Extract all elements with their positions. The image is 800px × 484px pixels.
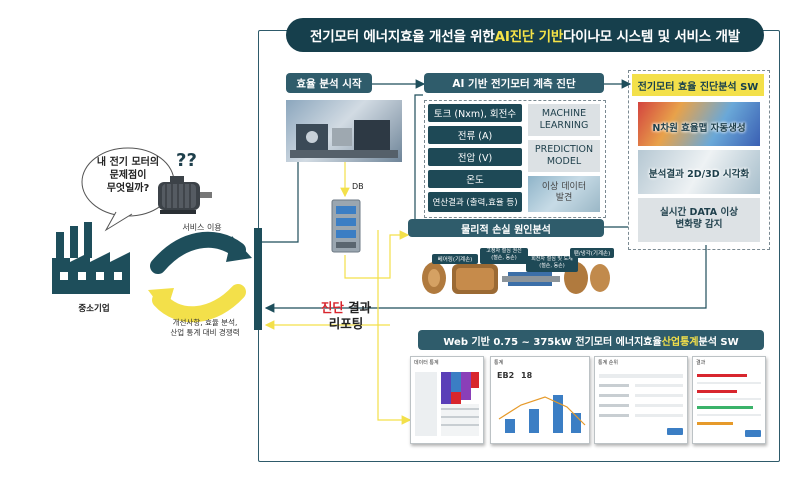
service-label: 서비스 이용 (182, 223, 222, 232)
motor-parts-image (422, 262, 610, 294)
ai-diagnosis-box (424, 100, 606, 218)
page-title: 전기모터 에너지효율 개선을 위한 AI진단 기반 다이나모 시스템 및 서비스… (286, 18, 764, 52)
web-sw-label: Web 기반 0.75 ~ 375kW 전기모터 에너지효율 산업통계 분석 S… (418, 330, 764, 350)
sw-box-frame (628, 70, 770, 250)
measure-computed: 연산결과 (출력,효율 등) (428, 192, 522, 212)
sw-panel-3: 실시간 DATA 이상 변화량 감지 (660, 207, 738, 230)
visualization-image (638, 150, 760, 194)
screen2-value1: EB2 (497, 371, 515, 380)
sw-panel-2: 분석결과 2D/3D 시각화 (648, 169, 750, 180)
screen3-form (599, 374, 683, 435)
database-server-icon (331, 199, 361, 253)
web-sw-highlight: 산업통계 (661, 336, 699, 348)
measure-current: 전류 (A) (428, 126, 522, 144)
ai-diagnosis-label: AI 기반 전기모터 계측 진단 (424, 73, 604, 93)
measure-voltage: 전압 (V) (428, 148, 522, 166)
screen3-title: 통계 순위 (598, 360, 618, 366)
dynamo-photo (286, 100, 402, 162)
part-bearing: 베어링(기계손) (432, 254, 478, 264)
company-label: 중소기업 (78, 304, 110, 314)
part-rotor: 회전자 철심 및 도체 (철손, 동손) (526, 256, 578, 272)
anomaly-image (528, 176, 600, 212)
report-highlight: 진단 (320, 300, 344, 315)
motor-icon (158, 176, 212, 214)
efficiency-start-label: 효율 분석 시작 (286, 73, 372, 93)
report-line1: 결과 (343, 300, 372, 315)
measure-temperature: 온도 (428, 170, 522, 188)
sw-label: 전기모터 효율 진단분석 SW (632, 74, 764, 96)
part-fan: 팬/냉각(기계손) (570, 248, 614, 258)
web-screen-result: 결과 (692, 356, 766, 444)
web-sw-suffix: 분석 SW (698, 336, 739, 348)
physical-loss-label: 물리적 손실 원인분석 (408, 219, 604, 237)
screen4-bars (697, 374, 761, 437)
feedback-label: 개선사항, 효율 분석, 산업 통계 대비 경쟁력 (170, 318, 240, 337)
realtime-image (638, 198, 760, 242)
question-marks: ?? (176, 150, 197, 171)
screen2-value2: 18 (521, 371, 533, 380)
db-label: DB (352, 182, 364, 191)
screen2-title: 통계 (494, 360, 504, 366)
screen1-table (415, 372, 479, 436)
sw-panel-1: N차원 효율맵 자동생성 (652, 123, 746, 134)
screen4-title: 결과 (696, 360, 706, 366)
report-line2: 리포팅 (328, 316, 364, 331)
part-stator: 고정자 철심 권선 (철손, 동손) (480, 248, 528, 264)
question-text: 내 전기 모터의 문제점이 무엇일까? (96, 157, 160, 194)
factory-icon (52, 222, 130, 294)
screen2-chart (498, 395, 586, 433)
title-highlight: AI진단 기반 (494, 29, 564, 45)
report-label: 진단 결과 리포팅 (316, 300, 376, 332)
efficiency-map-image (638, 102, 760, 146)
prediction-model-box: PREDICTION MODEL (528, 140, 600, 172)
title-prefix: 전기모터 에너지효율 개선을 위한 (310, 29, 495, 45)
web-screen-stats-table: 데이터 통계 (410, 356, 484, 444)
title-suffix: 다이나모 시스템 및 서비스 개발 (563, 29, 740, 45)
screen1-title: 데이터 통계 (414, 360, 439, 366)
web-screen-rank: 통계 순위 (594, 356, 688, 444)
anomaly-label: 이상 데이터 발견 (541, 182, 587, 203)
machine-learning-box: MACHINE LEARNING (528, 104, 600, 136)
measure-torque: 토크 (Nxm), 회전수 (428, 104, 522, 122)
web-sw-prefix: Web 기반 0.75 ~ 375kW 전기모터 에너지효율 (443, 336, 662, 348)
web-screen-stats-chart: 통계 EB2 18 (490, 356, 590, 444)
